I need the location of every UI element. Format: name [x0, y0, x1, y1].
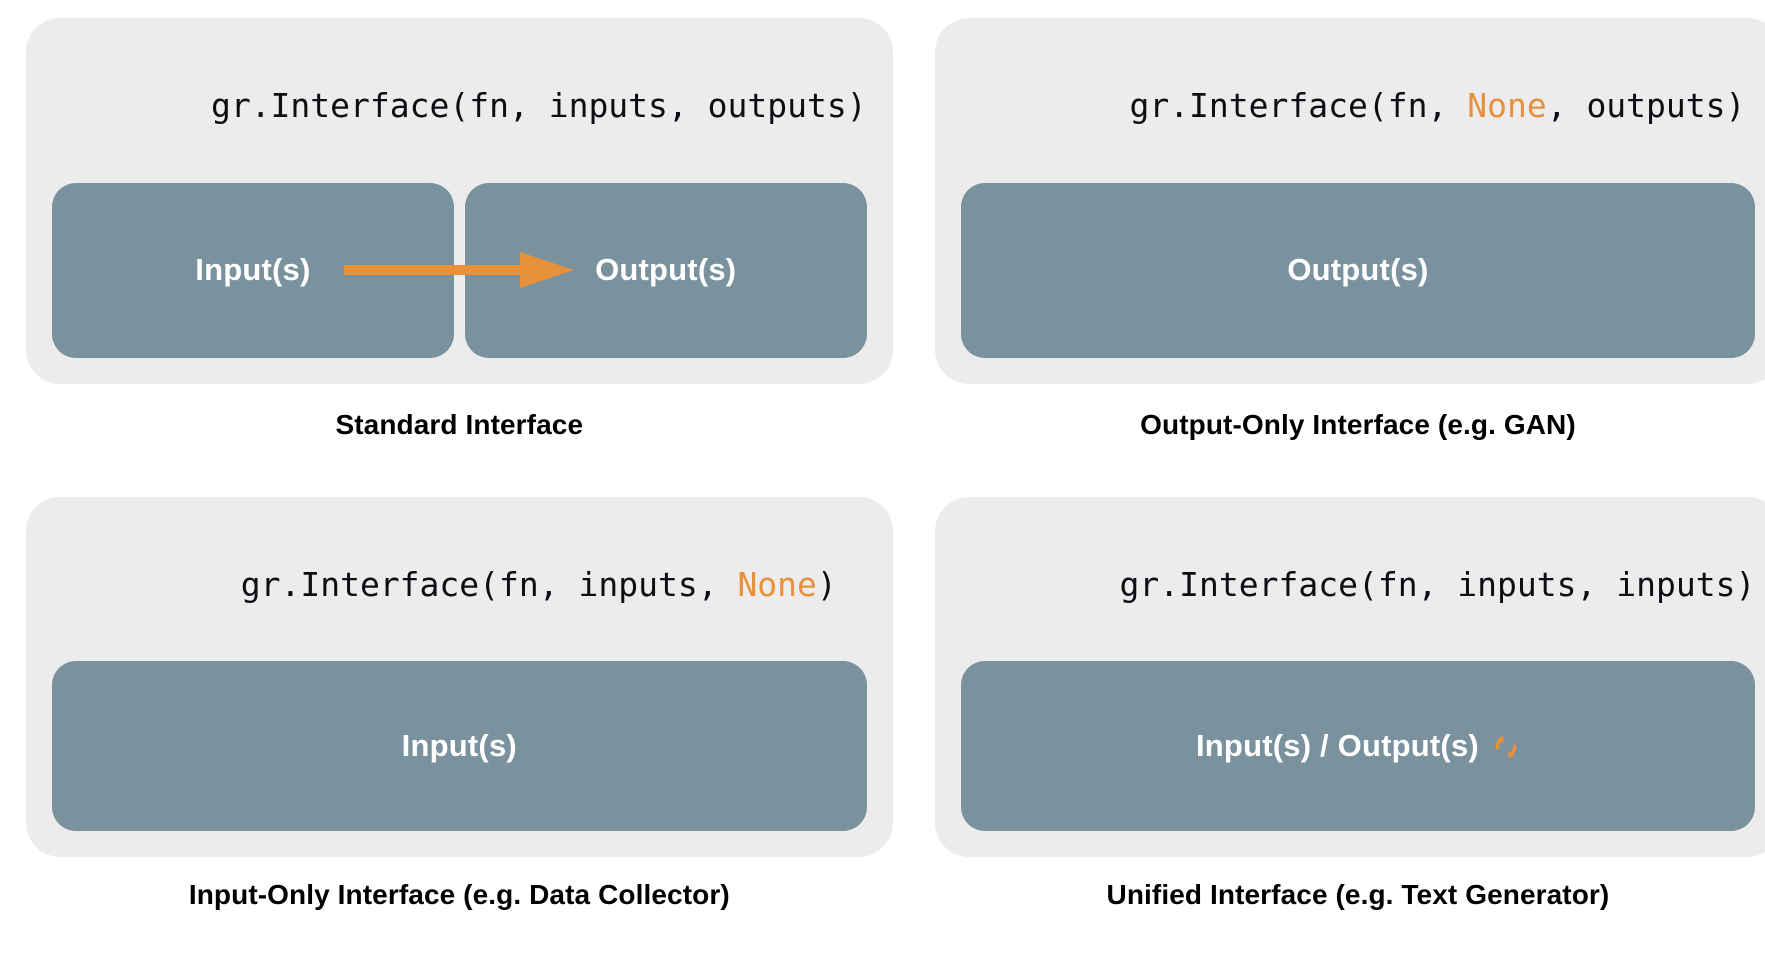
code-text-part1: gr.Interface(fn, inputs, inputs): [1119, 564, 1756, 604]
quadrant-unified-interface: gr.Interface(fn, inputs, inputs) Input(s…: [934, 496, 1765, 966]
caption-standard-interface: Standard Interface: [335, 409, 584, 440]
code-header-standard: gr.Interface(fn, inputs, outputs): [52, 52, 867, 161]
block-row-standard: Input(s) Output(s): [52, 182, 867, 358]
block-inputs-outputs: Input(s) / Output(s): [960, 661, 1756, 831]
caption-input-only-interface: Input-Only Interface (e.g. Data Collecto…: [188, 878, 730, 910]
block-row-output-only: Output(s): [960, 182, 1756, 358]
code-text-highlight: None: [737, 564, 817, 604]
block-inputs: Input(s): [52, 182, 454, 358]
sync-refresh-icon: [1492, 733, 1520, 761]
code-text-highlight: None: [1467, 86, 1547, 126]
quadrant-input-only-interface: gr.Interface(fn, inputs, None) Input(s) …: [26, 496, 893, 966]
panel-output-only-interface: gr.Interface(fn, None, outputs) Output(s…: [934, 18, 1765, 384]
code-text-part2: , outputs): [1546, 86, 1746, 126]
quadrant-output-only-interface: gr.Interface(fn, None, outputs) Output(s…: [934, 18, 1765, 487]
code-text-part1: gr.Interface(fn,: [1129, 86, 1468, 126]
block-row-unified: Input(s) / Output(s): [960, 661, 1756, 831]
code-header-output-only: gr.Interface(fn, None, outputs): [971, 52, 1746, 161]
code-header-unified: gr.Interface(fn, inputs, inputs): [961, 531, 1756, 640]
panel-input-only-interface: gr.Interface(fn, inputs, None) Input(s): [26, 496, 893, 857]
block-inputs: Input(s): [52, 661, 867, 831]
block-label-inputs: Input(s): [195, 252, 311, 288]
code-text-part1: gr.Interface(fn, inputs,: [240, 564, 738, 604]
code-text-part1: gr.Interface(fn, inputs, outputs): [210, 86, 867, 126]
caption-output-only-interface: Output-Only Interface (e.g. GAN): [1140, 409, 1576, 440]
caption-unified-interface: Unified Interface (e.g. Text Generator): [1106, 878, 1610, 910]
block-label-outputs: Output(s): [595, 252, 737, 288]
block-label-inputs-outputs-wrapper: Input(s) / Output(s): [1196, 728, 1520, 764]
panel-unified-interface: gr.Interface(fn, inputs, inputs) Input(s…: [934, 496, 1765, 857]
block-outputs: Output(s): [960, 182, 1756, 358]
code-text-part2: ): [816, 564, 837, 604]
code-header-input-only: gr.Interface(fn, inputs, None): [82, 531, 837, 640]
panel-standard-interface: gr.Interface(fn, inputs, outputs) Input(…: [26, 18, 893, 384]
block-label-inputs-outputs: Input(s) / Output(s): [1195, 727, 1479, 763]
quadrant-standard-interface: gr.Interface(fn, inputs, outputs) Input(…: [26, 18, 893, 487]
block-label-inputs: Input(s): [401, 727, 517, 763]
block-label-outputs: Output(s): [1287, 252, 1429, 288]
block-outputs: Output(s): [464, 182, 867, 358]
block-row-input-only: Input(s): [52, 661, 867, 831]
